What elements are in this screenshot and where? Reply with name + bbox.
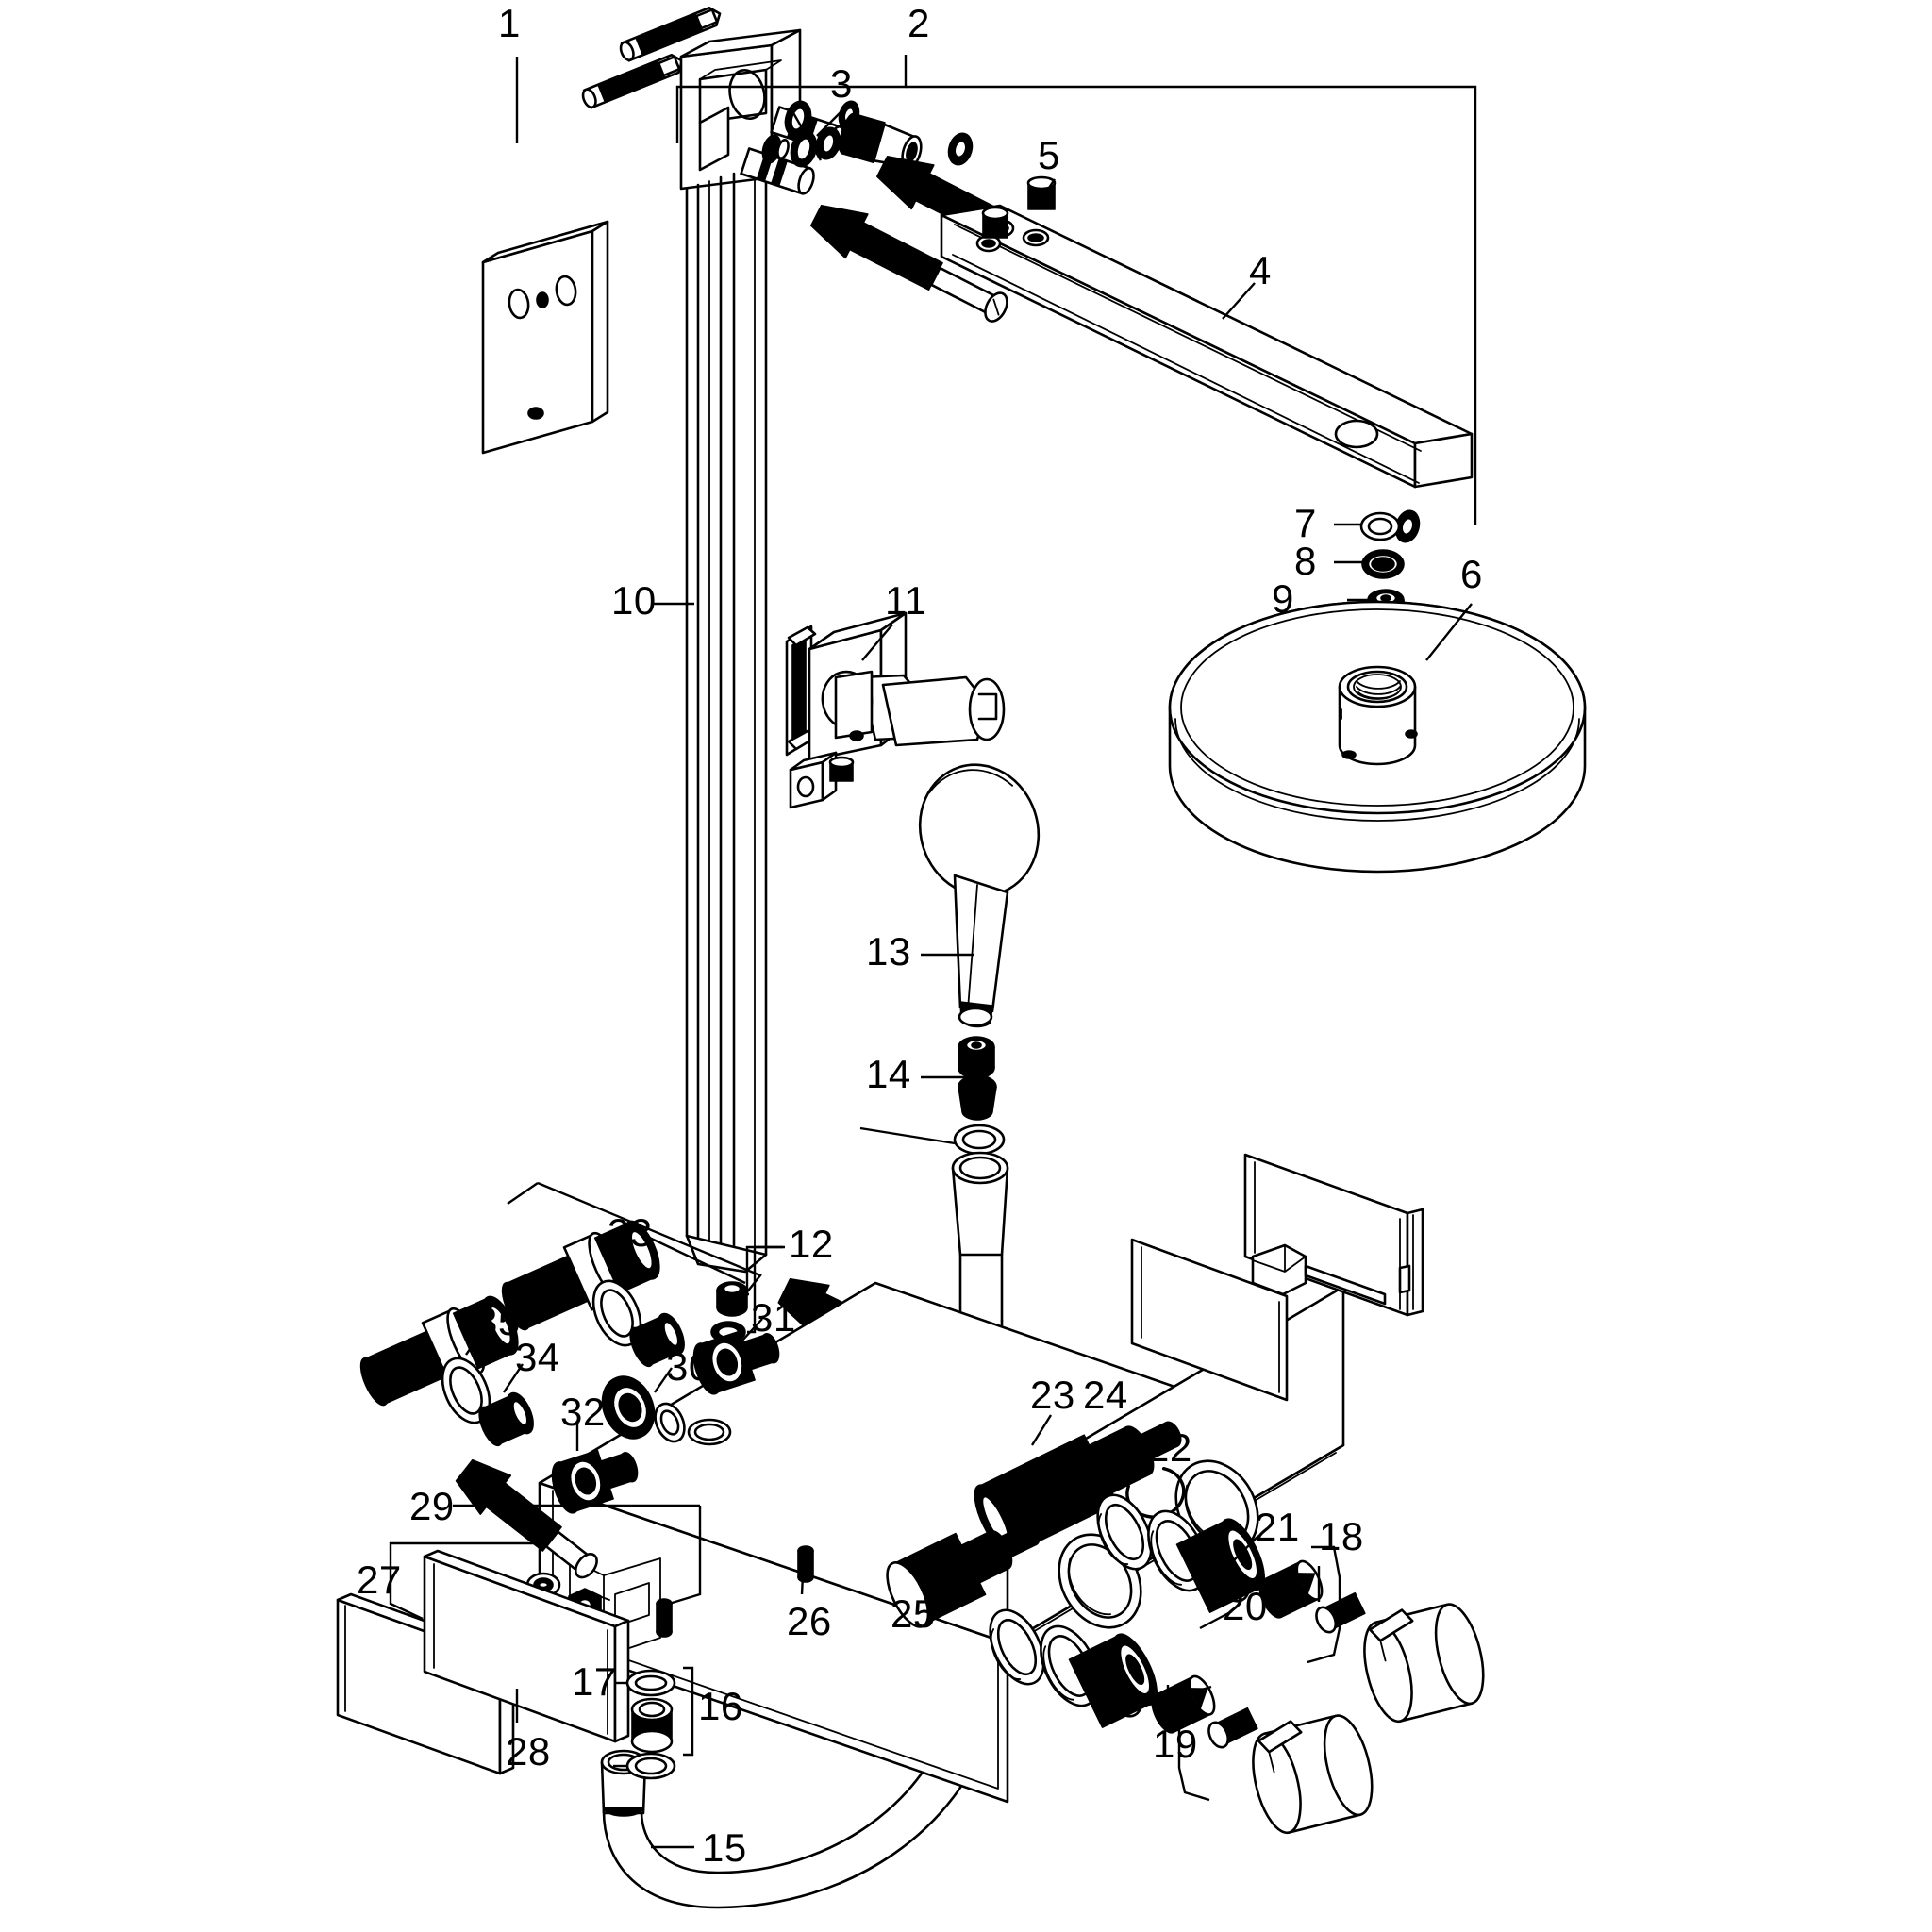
callout-4: 3 xyxy=(830,61,853,106)
callout-5: 4 xyxy=(1249,248,1272,292)
callout-9: 8 xyxy=(1294,539,1317,583)
callout-14: 13 xyxy=(866,929,911,974)
callout-1: 1 xyxy=(498,1,521,45)
callout-18: 17 xyxy=(572,1659,617,1704)
panel-assembly xyxy=(1130,1153,1424,1402)
callout-30: 29 xyxy=(409,1484,455,1528)
callout-13: 12 xyxy=(789,1222,834,1266)
callout-17: 16 xyxy=(698,1684,743,1728)
parts-10-15-8-handshower xyxy=(951,1036,1009,1323)
callout-34: 33 xyxy=(608,1210,653,1255)
part-11-riser-head xyxy=(679,28,802,1274)
right-cartridge-stack-upper xyxy=(974,1421,1485,1724)
callout-31: 30 xyxy=(666,1344,711,1389)
callout-32: 31 xyxy=(751,1295,796,1340)
callout-11: 10 xyxy=(611,578,657,623)
callout-29: 28 xyxy=(506,1729,551,1774)
parts-left-valves xyxy=(359,1220,780,1514)
callout-27: 26 xyxy=(787,1599,832,1643)
callout-7: 6 xyxy=(1460,552,1483,596)
callout-12: 11 xyxy=(885,578,927,623)
callout-21: 20 xyxy=(1223,1584,1268,1628)
part-2-anchors-top xyxy=(581,6,722,109)
parts-17-18-8-nipple xyxy=(625,1545,814,1780)
part-1-wall-plate xyxy=(481,220,609,455)
callout-33: 32 xyxy=(560,1390,606,1434)
parts-28-29-shelves xyxy=(336,1549,630,1775)
callout-19: 18 xyxy=(1319,1514,1364,1558)
callout-35: 34 xyxy=(515,1335,560,1379)
callout-6: 5 xyxy=(1038,133,1060,177)
callout-25: 24 xyxy=(1083,1373,1128,1417)
callout-26: 25 xyxy=(891,1591,936,1636)
callout-2: 2 xyxy=(908,1,930,45)
callout-20: 19 xyxy=(1153,1722,1198,1766)
callout-15: 14 xyxy=(866,1052,911,1096)
part-5-shower-arm xyxy=(940,175,1474,489)
callout-10: 9 xyxy=(1272,576,1294,621)
callout-8: 7 xyxy=(1294,501,1317,545)
callout-24: 23 xyxy=(1030,1373,1075,1417)
part-12-holder xyxy=(785,611,1006,809)
leader-lines xyxy=(389,55,1477,1849)
right-cartridge-stack-lower xyxy=(886,1523,1374,1835)
callout-16: 15 xyxy=(702,1825,747,1870)
part-7-overhead-shower xyxy=(1168,600,1587,874)
callout-23: 22 xyxy=(1147,1425,1192,1470)
callout-22: 21 xyxy=(1255,1505,1300,1549)
callout-28: 27 xyxy=(357,1557,402,1602)
part-14-hand-shower xyxy=(918,763,1041,1028)
callout-36: 35 xyxy=(475,1299,521,1343)
